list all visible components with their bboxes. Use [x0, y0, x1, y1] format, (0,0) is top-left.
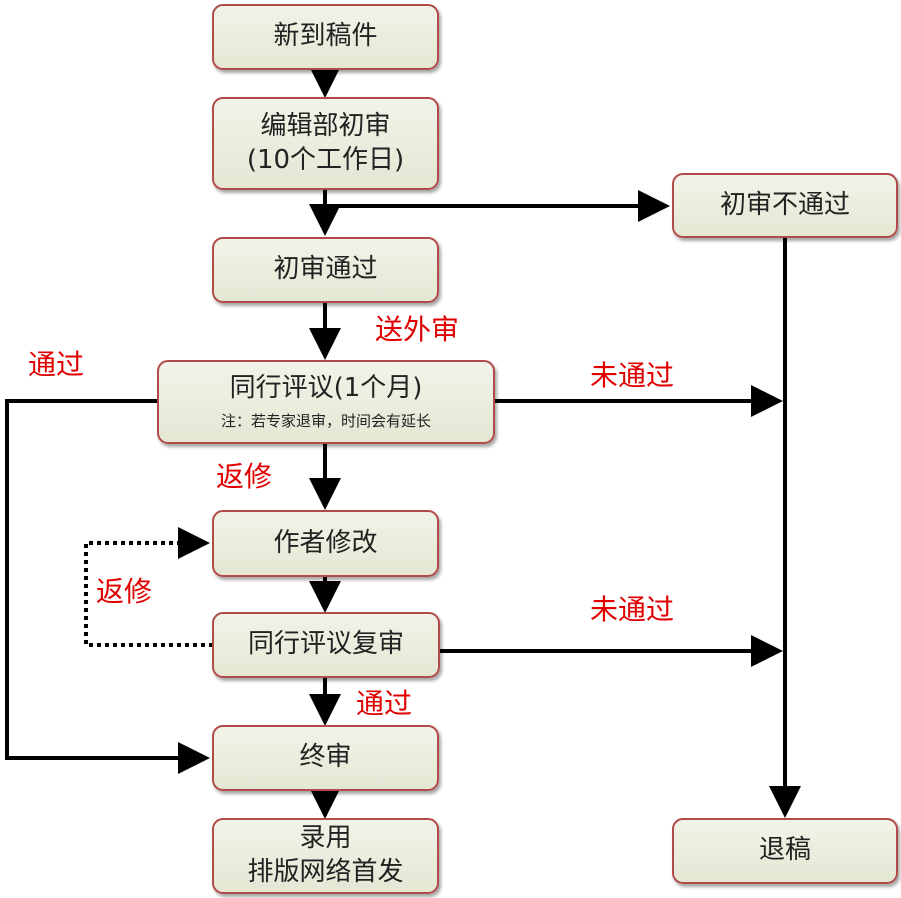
node-new-manuscript: 新到稿件	[212, 4, 439, 70]
label-revise-loop: 返修	[96, 575, 153, 608]
label-pass-re-review: 通过	[356, 687, 413, 720]
node-initial-review-pass-label: 初审通过	[273, 254, 378, 285]
node-peer-review: 同行评议(1个月) 注：若专家退审，时间会有延长	[157, 360, 495, 444]
node-accept-publish: 录用 排版网络首发	[212, 818, 439, 894]
node-author-revision-label: 作者修改	[273, 527, 378, 558]
label-fail-peer: 未通过	[590, 359, 675, 392]
node-reject-label: 退稿	[758, 835, 811, 866]
node-author-revision: 作者修改	[212, 510, 439, 577]
node-new-manuscript-label: 新到稿件	[273, 21, 378, 52]
node-peer-review-note: 注：若专家退审，时间会有延长	[220, 412, 431, 431]
node-peer-review-label: 同行评议(1个月)	[229, 373, 423, 404]
node-peer-re-review-label: 同行评议复审	[247, 629, 404, 660]
node-initial-review-pass: 初审通过	[212, 237, 439, 303]
label-pass-left: 通过	[28, 348, 85, 381]
node-final-review: 终审	[212, 725, 439, 791]
arrow-peer-pass-to-final	[5, 399, 210, 774]
node-publish-label: 排版网络首发	[247, 857, 404, 887]
node-initial-review-time: (10个工作日)	[246, 144, 405, 175]
label-revise-peer: 返修	[216, 460, 273, 493]
node-initial-review-fail: 初审不通过	[672, 173, 898, 238]
label-external-review: 送外审	[375, 313, 460, 346]
node-final-review-label: 终审	[299, 742, 352, 773]
label-fail-re-review: 未通过	[590, 593, 675, 626]
node-reject: 退稿	[672, 818, 898, 884]
node-initial-review: 编辑部初审 (10个工作日)	[212, 97, 439, 190]
node-initial-review-fail-label: 初审不通过	[719, 189, 850, 220]
node-accept-label: 录用	[299, 823, 352, 854]
dotted-arrow-revise-loop	[84, 527, 213, 647]
node-initial-review-label: 编辑部初审	[260, 110, 391, 141]
node-peer-re-review: 同行评议复审	[212, 612, 440, 678]
